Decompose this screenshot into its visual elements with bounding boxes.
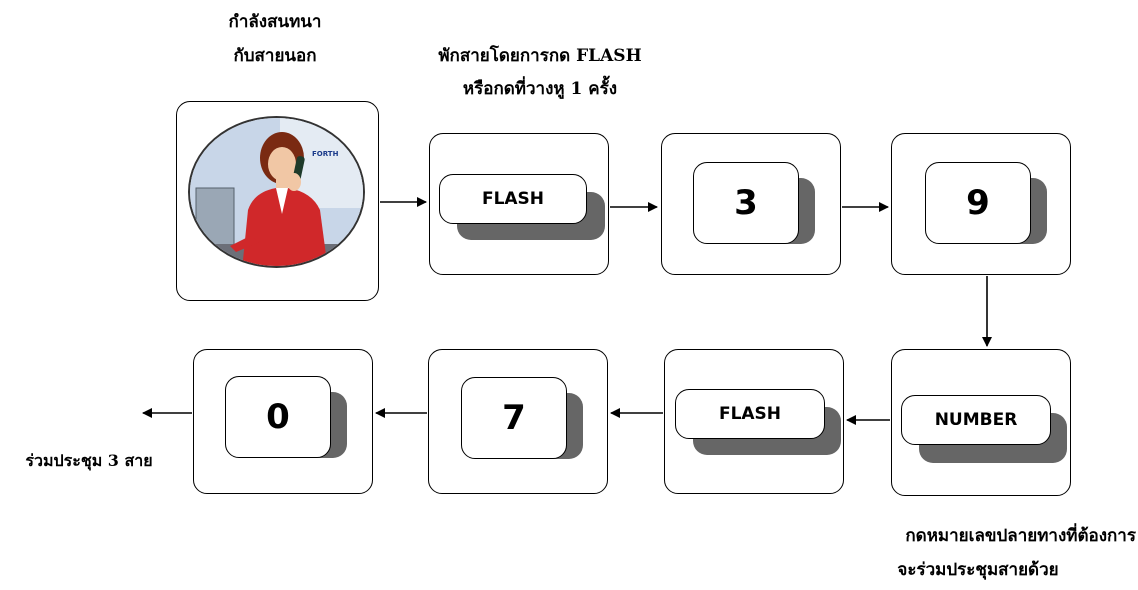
flash-key-bottom-label: FLASH (675, 389, 825, 439)
number-key[interactable]: NUMBER (901, 395, 1069, 463)
key-seven-label: 7 (461, 377, 567, 459)
caption-hold-line1: พักสายโดยการกด FLASH (438, 46, 642, 66)
flash-key-top[interactable]: FLASH (439, 174, 607, 240)
caption-hold-line2: หรือกดที่วางหู 1 ครั้ง (462, 79, 618, 99)
key-zero[interactable]: 0 (225, 376, 347, 458)
key-zero-label: 0 (225, 376, 331, 458)
caption-dial-line1: กดหมายเลขปลายทางที่ต้องการ (905, 526, 1136, 546)
photo-logo-text: FORTH (312, 150, 339, 158)
caption-dial-line2: จะร่วมประชุมสายด้วย (897, 560, 1059, 580)
key-nine-label: 9 (925, 162, 1031, 244)
key-three-label: 3 (693, 162, 799, 244)
key-nine[interactable]: 9 (925, 162, 1047, 244)
flash-key-top-label: FLASH (439, 174, 587, 224)
number-key-label: NUMBER (901, 395, 1051, 445)
key-seven[interactable]: 7 (461, 377, 583, 459)
caption-talking-line1: กำลังสนทนา (228, 12, 322, 32)
flash-key-bottom[interactable]: FLASH (675, 389, 843, 455)
caption-talking-line2: กับสายนอก (233, 46, 317, 66)
key-three[interactable]: 3 (693, 162, 815, 244)
caption-conference: ร่วมประชุม 3 สาย (25, 451, 153, 470)
